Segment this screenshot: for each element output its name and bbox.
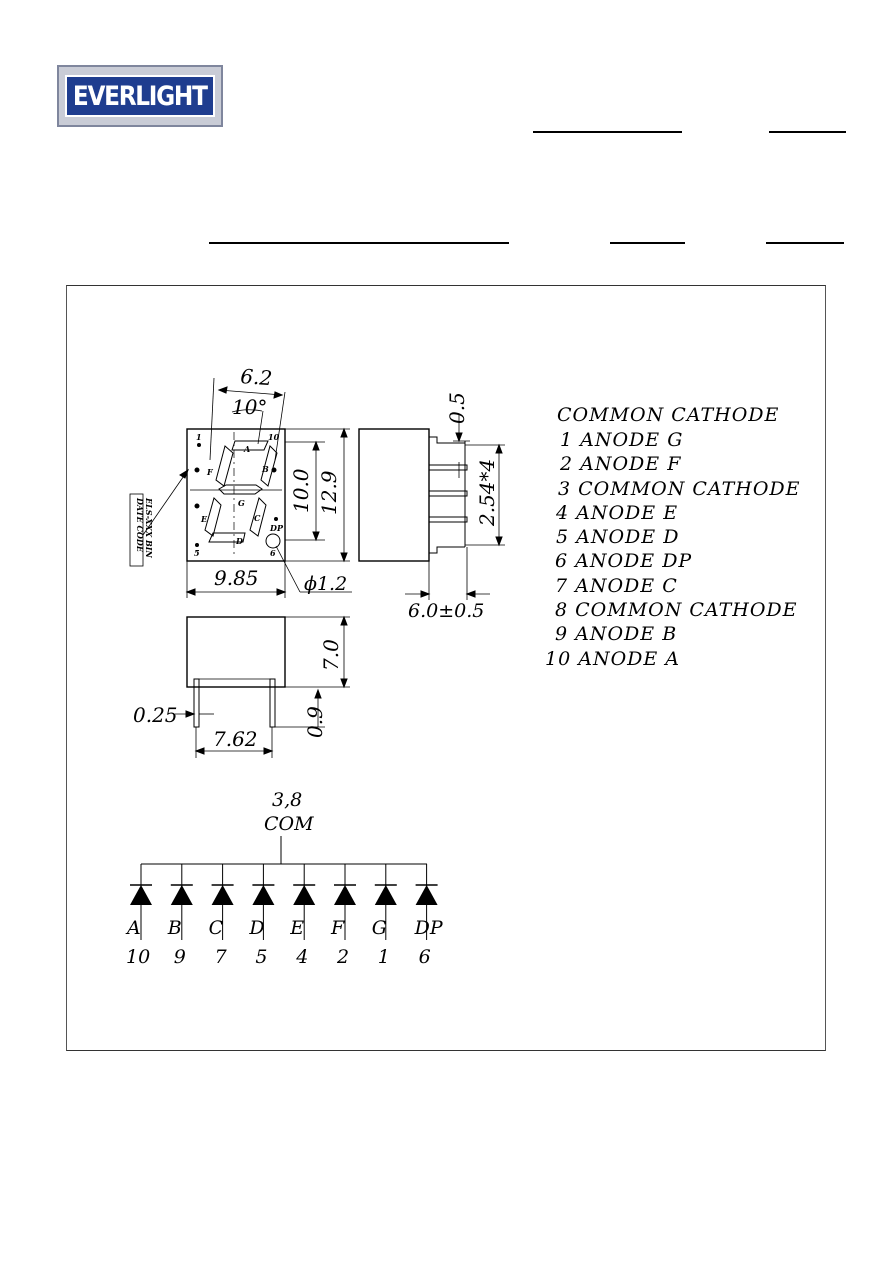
seg-label-d: D [235,536,243,546]
diode-seg-label: G [372,917,387,939]
seg-label-g: G [238,498,245,508]
marking-line-2: DATE CODE [135,497,145,553]
dim-7-62: 7.62 [213,727,258,751]
diode-dp: DP 6 [414,864,444,968]
pinout-row-6: 6 ANODE DP [555,550,692,572]
dim-0-9: 0.9 [303,706,327,738]
bottom-view-body [186,616,286,688]
seg-label-f: F [206,467,214,477]
diode-pin-label: 5 [255,946,267,968]
segment-e [204,497,222,537]
front-view-body [186,428,286,562]
diode-pin-label: 10 [126,946,150,968]
diode-c: C7 [209,864,234,968]
seg-label-c: C [254,513,261,523]
diode-seg-label: C [209,917,224,939]
header-blank-line-3 [209,242,509,244]
dim-0-25: 0.25 [133,703,178,727]
diode-pin-label: 1 [378,946,390,968]
pin-mark-5: 5 [194,548,200,558]
diode-seg-label: E [289,917,304,939]
com-pins-label: 3,8 [272,789,302,811]
decimal-point [265,533,281,549]
logo-text: EVERLIGHT [73,80,208,112]
diode-pin-label: 6 [419,946,431,968]
marking-box [129,493,144,567]
pinout-list: COMMON CATHODE 1 ANODE G 2 ANODE F 3 COM… [545,404,801,670]
segment-d [208,532,246,543]
dim-phi-1-2: ϕ1.2 [304,573,347,595]
com-label: COM [264,813,314,835]
segment-f [215,445,234,487]
diode-pin-label: 4 [295,946,308,968]
seg-label-e: E [200,514,208,524]
dim-10-0: 10.0 [289,468,313,513]
dim-angle: 10° [232,395,267,419]
segment-b [260,445,278,487]
header-blank-line-1 [533,131,682,133]
pinout-row-4: 4 ANODE E [555,502,678,524]
header-blank-line-2 [769,131,846,133]
pinout-row-1: 1 ANODE G [560,429,683,451]
dim-7-0: 7.0 [319,639,343,671]
diode-seg-label: B [167,917,182,939]
pinout-row-8: 8 COMMON CATHODE [555,599,798,621]
dim-12-9: 12.9 [317,470,341,515]
pinout-row-10: 10 ANODE A [545,648,680,670]
diode-seg-label: F [330,917,345,939]
pin-mark-6: 6 [270,548,276,558]
dim-6-0: 6.0±0.5 [408,600,484,622]
dim-0-5: 0.5 [445,392,469,424]
drawing-frame [66,285,826,1051]
pin-mark-10: 10 [268,432,280,442]
company-logo: EVERLIGHT [57,65,223,127]
diode-seg-label: D [248,917,264,939]
diode-d: D5 [248,864,275,968]
segment-g [218,484,263,495]
pinout-row-7: 7 ANODE C [555,575,678,597]
segment-a [231,440,269,451]
dim-2-54x4: 2.54*4 [475,459,499,527]
seg-label-a: A [243,444,250,454]
logo-badge: EVERLIGHT [65,75,215,117]
pin-mark-1: 1 [196,432,202,442]
dim-6-2: 6.2 [240,364,273,390]
pinout-row-9: 9 ANODE B [555,623,677,645]
diode-e: E4 [289,864,316,968]
header-blank-line-5 [766,242,844,244]
diode-g: G1 [372,864,397,968]
diode-a: A 10 [125,864,152,968]
diode-pin-label: 2 [336,946,349,968]
diode-seg-label: DP [414,917,444,939]
diode-pin-label: 9 [174,946,186,968]
pinout-title: COMMON CATHODE [557,404,779,426]
pinout-row-5: 5 ANODE D [556,526,679,548]
pinout-row-2: 2 ANODE F [559,453,681,475]
diode-pin-label: 7 [215,946,228,968]
marking-line-1: ELS-XXX BIN [144,497,154,558]
pinout-row-3: 3 COMMON CATHODE [558,478,801,500]
diode-f: F2 [330,864,356,968]
seg-label-b: B [261,464,269,474]
dim-9-85: 9.85 [214,566,259,590]
header-blank-line-4 [610,242,685,244]
diode-b: B9 [167,864,193,968]
diode-seg-label: A [125,917,141,939]
side-view-body [358,428,430,562]
segment-c [249,497,267,537]
seg-label-dp: DP [269,523,284,533]
